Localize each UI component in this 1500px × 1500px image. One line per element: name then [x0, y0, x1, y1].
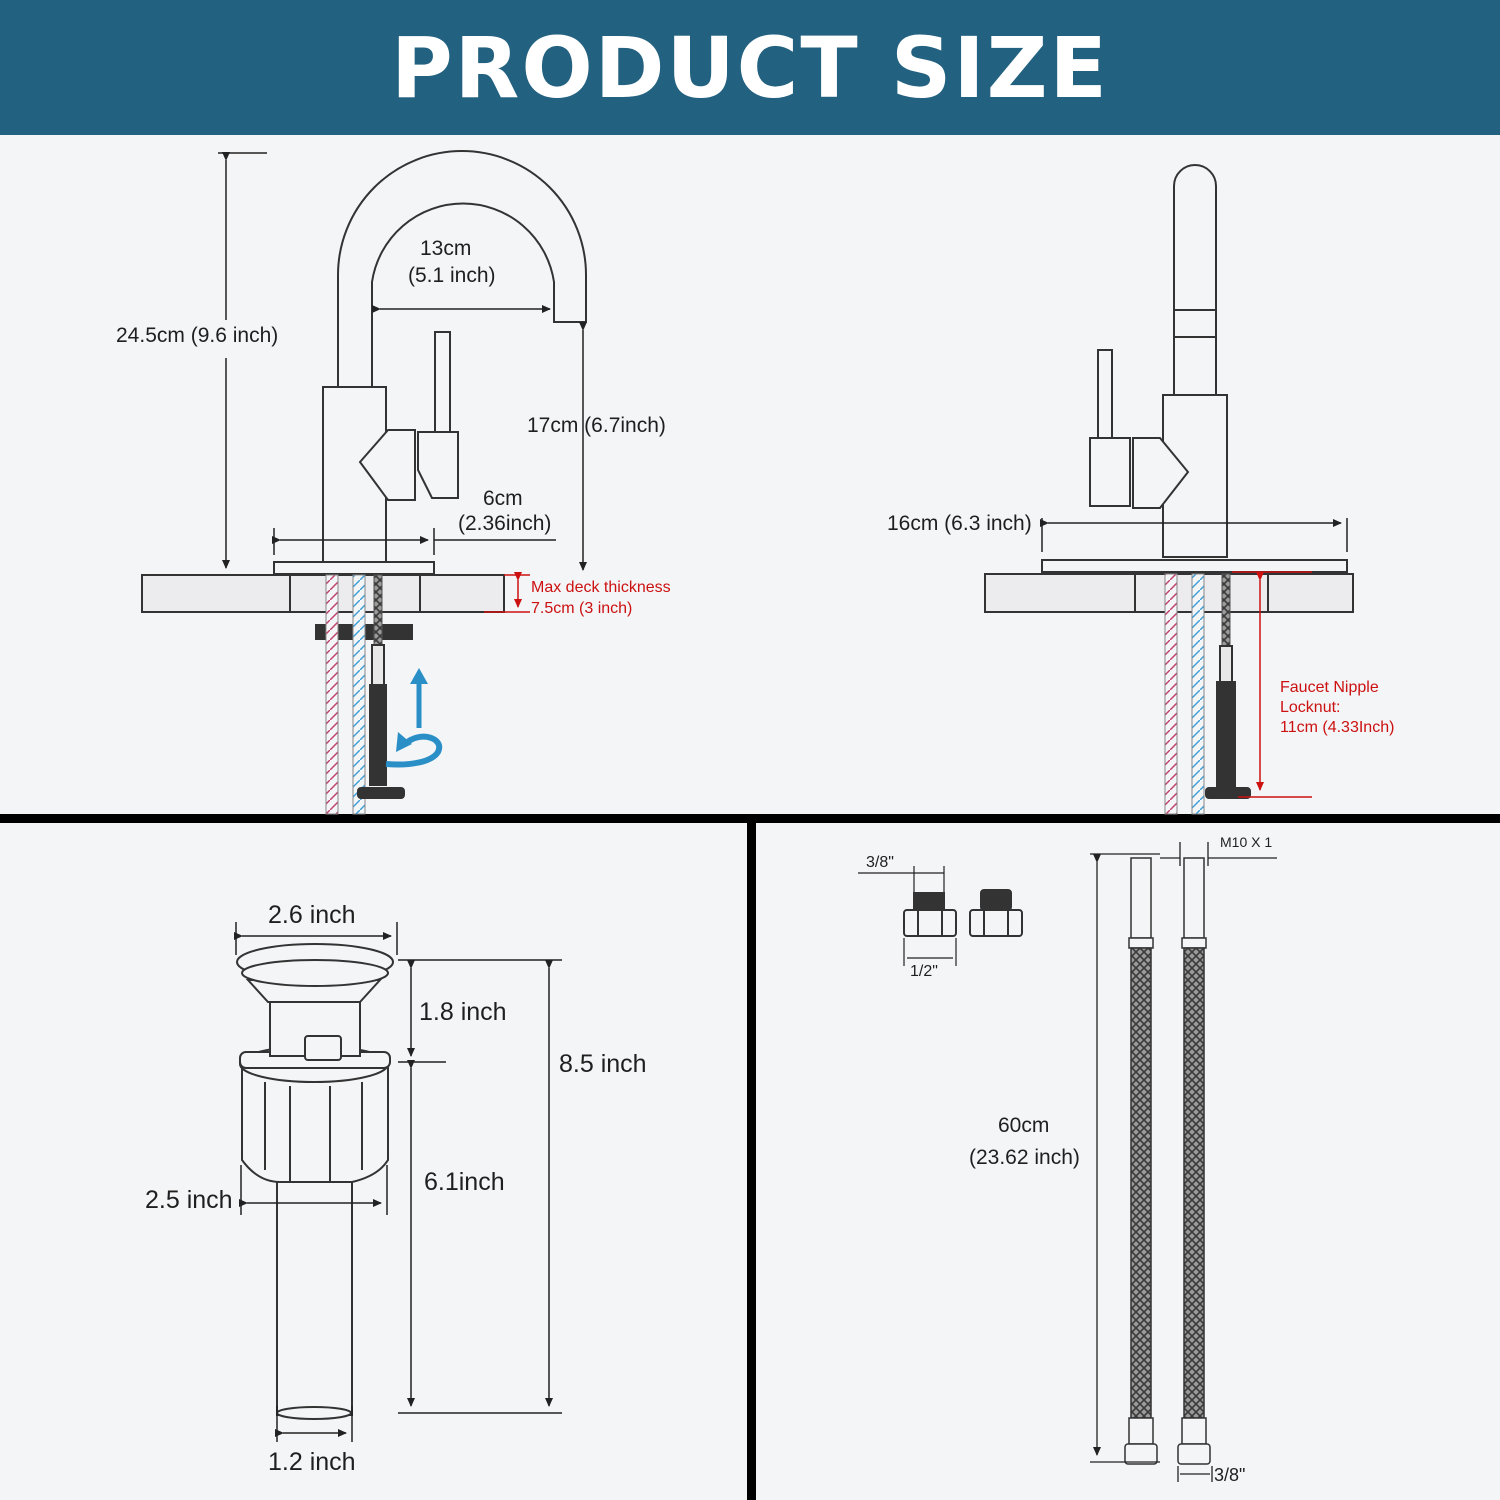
nipple-length-marker — [1232, 571, 1312, 798]
label-deck-title: Max deck thickness — [531, 579, 671, 596]
faucet-front-drawing — [141, 150, 587, 815]
side-dimensions — [1040, 518, 1348, 552]
label-pipe-width: 1.2 inch — [268, 1448, 356, 1476]
label-base-in: (2.36inch) — [458, 512, 552, 535]
faucet-side-drawing — [984, 164, 1354, 815]
install-arrows — [385, 668, 443, 768]
drain-drawing — [236, 943, 394, 1420]
label-hose-fitting: 3/8" — [1214, 1465, 1246, 1485]
label-total-height: 24.5cm (9.6 inch) — [116, 324, 279, 347]
page-title: PRODUCT SIZE — [391, 18, 1109, 117]
header-banner: PRODUCT SIZE — [0, 0, 1500, 135]
label-hose-length-cm: 60cm — [998, 1114, 1050, 1137]
label-body-width: 2.5 inch — [145, 1186, 233, 1214]
label-spout-height: 17cm (6.7inch) — [527, 414, 666, 437]
label-nipple-sub: Locknut: — [1280, 699, 1341, 716]
label-top-height: 1.8 inch — [419, 998, 507, 1026]
label-adapter-top: 3/8" — [866, 854, 894, 871]
label-cap-width: 2.6 inch — [268, 901, 356, 929]
label-adapter-bottom: 1/2" — [910, 963, 938, 980]
adapter-fittings — [903, 889, 1023, 937]
label-base-cm: 6cm — [483, 487, 523, 510]
front-dimensions — [218, 152, 587, 571]
label-total-drain-height: 8.5 inch — [559, 1050, 647, 1078]
label-hose-length-in: (23.62 inch) — [969, 1146, 1080, 1169]
deck-thickness-marker — [484, 572, 530, 613]
panel-dividers — [0, 814, 1500, 1500]
label-reach-cm: 13cm — [420, 237, 472, 260]
hose-dimensions — [1090, 842, 1277, 1482]
label-thread: M10 X 1 — [1220, 834, 1273, 850]
drain-dimensions — [234, 922, 562, 1442]
adapter-dimensions — [858, 866, 957, 966]
label-reach-in: (5.1 inch) — [408, 264, 496, 287]
label-nipple-title: Faucet Nipple — [1280, 679, 1379, 696]
label-nipple-value: 11cm (4.33Inch) — [1280, 719, 1395, 736]
label-deck-value: 7.5cm (3 inch) — [531, 600, 633, 617]
braided-hoses — [1124, 857, 1211, 1465]
label-plate-width: 16cm (6.3 inch) — [887, 512, 1032, 535]
label-body-height: 6.1inch — [424, 1168, 505, 1196]
